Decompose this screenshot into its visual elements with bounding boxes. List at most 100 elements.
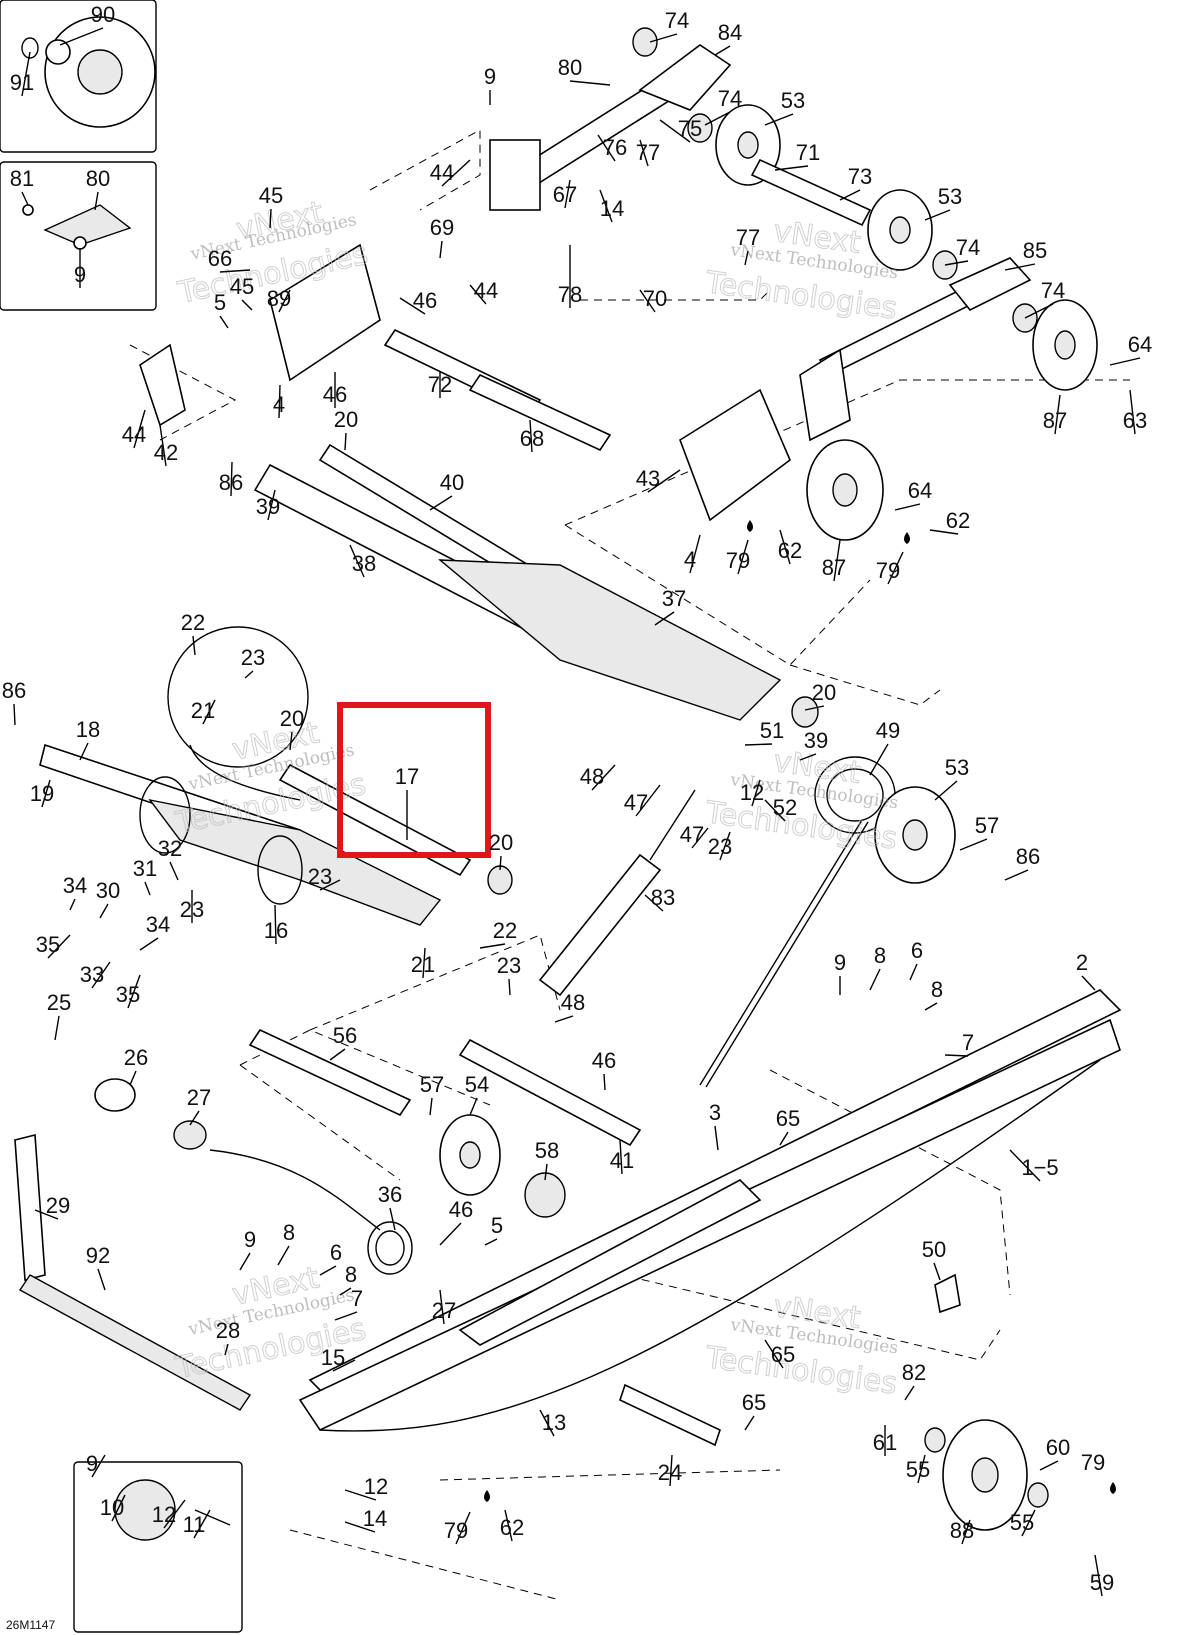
callout-c40: 40 (440, 470, 464, 495)
leader-line (744, 1415, 755, 1431)
leader-line (422, 947, 426, 979)
callout-c47b: 47 (680, 822, 704, 847)
callout-c63: 63 (1123, 408, 1147, 433)
leader-line (429, 1097, 433, 1116)
leader-line (833, 539, 841, 582)
leader-line (219, 269, 251, 273)
wheel-53a-hub (737, 131, 759, 159)
leader-line (929, 529, 959, 535)
callout-c21a: 21 (191, 698, 215, 723)
leader-line (47, 934, 71, 959)
leader-line (319, 1265, 337, 1276)
bracket-85 (799, 348, 851, 442)
inset-stopper (73, 1461, 243, 1633)
highlight-box (337, 702, 491, 858)
leader-line (744, 743, 773, 746)
link-29 (14, 1133, 46, 1282)
callout-c37: 37 (662, 586, 686, 611)
leader-line (239, 1252, 251, 1271)
leader-line (439, 1289, 445, 1325)
leader-line (649, 33, 678, 43)
callout-c20b: 20 (280, 706, 304, 731)
spring-36 (367, 1221, 413, 1275)
spring-rod (699, 819, 863, 1086)
leader-line (99, 903, 109, 919)
callout-c19: 19 (30, 781, 54, 806)
callout-c90: 90 (91, 2, 115, 27)
callout-c55b: 55 (1010, 1510, 1034, 1535)
shock-83 (538, 853, 662, 997)
leader-line (1021, 1509, 1036, 1537)
callout-c92: 92 (86, 1243, 110, 1268)
callout-c5b: 5 (491, 1213, 503, 1238)
leader-line (192, 635, 196, 656)
callout-c13: 13 (542, 1410, 566, 1435)
callout-c61: 61 (873, 1430, 897, 1455)
detail-circle-21-23 (167, 626, 309, 768)
ring-arm-right (257, 835, 303, 905)
callout-c36: 36 (378, 1182, 402, 1207)
leader-line (924, 209, 951, 221)
callout-c69: 69 (430, 215, 454, 240)
callout-c1_5: 1−5 (1021, 1155, 1058, 1180)
callout-c22a: 22 (181, 610, 205, 635)
bracket-50 (934, 1273, 961, 1314)
leader-line (659, 119, 691, 143)
inset-boxes (0, 0, 309, 1633)
leader-line (21, 191, 29, 206)
leader-line (909, 963, 918, 981)
wheel-53b-hub (889, 216, 911, 244)
leader-line (603, 1073, 606, 1091)
leader-line (344, 1489, 377, 1501)
leader-line (54, 1015, 60, 1041)
callout-c65a: 65 (776, 1106, 800, 1131)
slider-13 (319, 1059, 1101, 1432)
leader-line (91, 961, 111, 989)
leader-line (399, 297, 426, 315)
callout-c14b: 14 (363, 1506, 387, 1531)
leader-line (779, 529, 791, 565)
leader-line (639, 139, 649, 167)
leader-line (278, 289, 291, 313)
leader-line (504, 1509, 513, 1542)
spring-36-inner (375, 1230, 405, 1266)
callout-c80a: 80 (86, 166, 110, 191)
callout-c46a: 46 (413, 288, 437, 313)
bracket-80 (43, 204, 132, 246)
leader-line (944, 260, 969, 266)
leader-line (904, 1385, 915, 1401)
callout-c65b: 65 (771, 1342, 795, 1367)
callout-c27a: 27 (187, 1085, 211, 1110)
leader-line (944, 1054, 969, 1057)
callout-c8d: 8 (345, 1262, 357, 1287)
leader-line (1081, 975, 1096, 991)
leader-line (139, 937, 159, 951)
leader-line (737, 539, 749, 575)
inset-brake-disc (0, 0, 157, 153)
spacer-55a (924, 1427, 946, 1453)
leader-line (329, 1048, 346, 1061)
leader-line (804, 705, 825, 711)
leader-line (744, 250, 749, 266)
leader-line (129, 1070, 137, 1086)
axle-73 (750, 158, 872, 227)
bushing-20 (791, 696, 819, 728)
callout-c14a: 14 (600, 196, 624, 221)
callout-c86b: 86 (2, 678, 26, 703)
callout-c75: 75 (678, 116, 702, 141)
wheel-88-hub (971, 1457, 999, 1493)
leader-line (654, 611, 675, 626)
leader-line (193, 1509, 211, 1539)
callout-c44b: 44 (474, 278, 498, 303)
leader-line (278, 384, 281, 419)
leader-line (644, 894, 664, 912)
callout-c7b: 7 (351, 1286, 363, 1311)
leader-line (344, 432, 347, 451)
callout-c23d: 23 (308, 864, 332, 889)
leader-line (69, 898, 76, 911)
callout-c46b: 46 (323, 382, 347, 407)
leader-line (544, 1163, 548, 1181)
leader-line (277, 1245, 290, 1266)
leader-line (94, 191, 99, 211)
